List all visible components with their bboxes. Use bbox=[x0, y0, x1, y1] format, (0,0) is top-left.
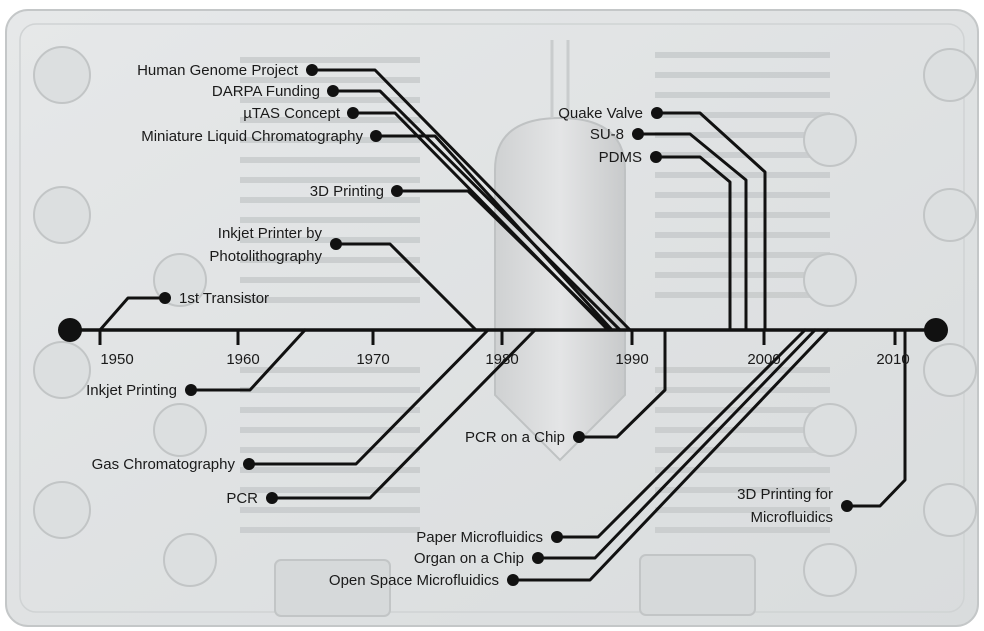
central-chamber bbox=[495, 118, 625, 460]
label-open-space-microfluidics: Open Space Microfluidics bbox=[329, 572, 499, 589]
label-inkjet-photolitho-line2: Photolithography bbox=[209, 248, 322, 265]
tick-label: 1980 bbox=[485, 351, 518, 368]
reservoir-right bbox=[640, 555, 755, 615]
label-mtas-concept: µTAS Concept bbox=[243, 105, 341, 122]
label-3d-printing: 3D Printing bbox=[310, 183, 384, 200]
label-paper-microfluidics: Paper Microfluidics bbox=[416, 529, 543, 546]
tick-label: 1990 bbox=[615, 351, 648, 368]
label-darpa-funding: DARPA Funding bbox=[212, 83, 320, 100]
label-1st-transistor: 1st Transistor bbox=[179, 290, 269, 307]
tick-label: 1950 bbox=[100, 351, 133, 368]
label-quake-valve: Quake Valve bbox=[558, 105, 643, 122]
tick-label: 2010 bbox=[876, 351, 909, 368]
label-inkjet-photolitho-line1: Inkjet Printer by bbox=[218, 225, 323, 242]
tick-label: 2000 bbox=[747, 351, 780, 368]
axis-start-dot bbox=[58, 318, 82, 342]
label-inkjet-printing: Inkjet Printing bbox=[86, 382, 177, 399]
tick-label: 1970 bbox=[356, 351, 389, 368]
label-pdms: PDMS bbox=[599, 149, 642, 166]
label-human-genome-project: Human Genome Project bbox=[137, 62, 299, 79]
label-su8: SU-8 bbox=[590, 126, 624, 143]
label-3d-printing-microfluidics-line2: Microfluidics bbox=[750, 509, 833, 526]
label-3d-printing-microfluidics-line1: 3D Printing for bbox=[737, 486, 833, 503]
label-organ-on-chip: Organ on a Chip bbox=[414, 550, 524, 567]
label-miniature-lc: Miniature Liquid Chromatography bbox=[141, 128, 363, 145]
label-pcr: PCR bbox=[226, 490, 258, 507]
label-pcr-on-chip: PCR on a Chip bbox=[465, 429, 565, 446]
tick-label: 1960 bbox=[226, 351, 259, 368]
label-gas-chromatography: Gas Chromatography bbox=[92, 456, 236, 473]
axis-end-dot bbox=[924, 318, 948, 342]
